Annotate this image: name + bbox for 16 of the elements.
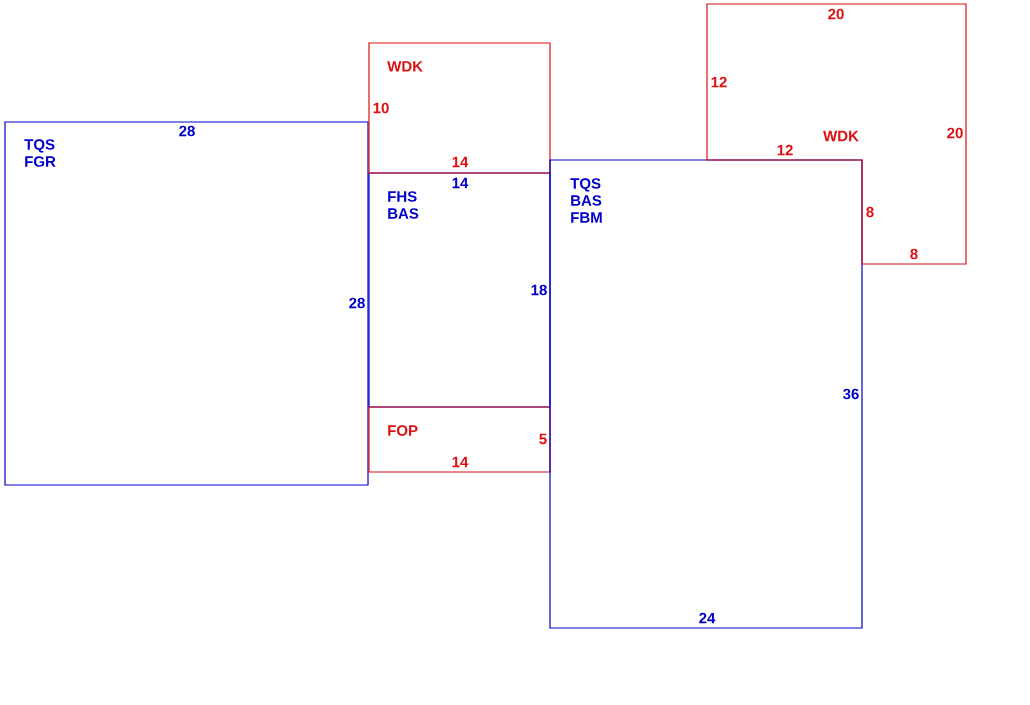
dimension-label: 12: [777, 144, 793, 156]
dimension-label: 20: [828, 8, 844, 20]
dimension-label: 14: [452, 177, 469, 189]
dimension-label: 8: [866, 206, 874, 218]
dimension-label: 14: [452, 456, 469, 468]
dimension-label: 20: [947, 127, 963, 139]
dimension-label: 36: [843, 388, 859, 400]
dimension-label: 10: [373, 102, 389, 114]
dimension-label: 8: [910, 248, 918, 260]
dimension-label: 18: [531, 284, 547, 296]
dimension-label: 28: [179, 125, 195, 137]
dimension-label: 12: [711, 76, 727, 88]
dimension-label: 5: [539, 433, 547, 445]
dimension-label: 14: [452, 156, 469, 168]
dimension-label: 28: [349, 297, 365, 309]
dimension-label: 24: [699, 612, 716, 624]
